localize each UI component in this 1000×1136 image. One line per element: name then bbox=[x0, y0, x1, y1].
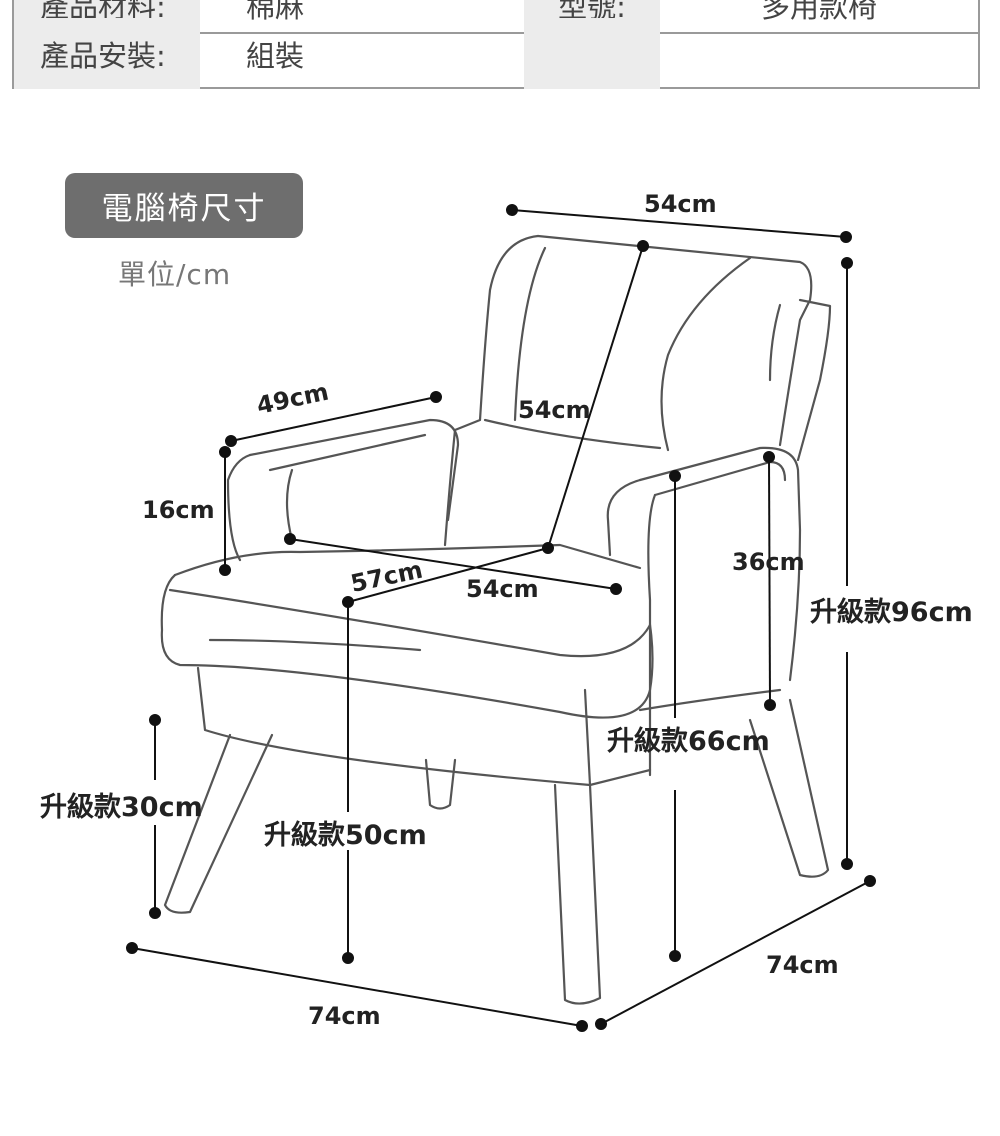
dim-backrest-width: 54cm bbox=[518, 396, 591, 424]
unit-label: 單位/cm bbox=[118, 258, 232, 291]
dim-total-height: 升級款96cm bbox=[810, 597, 973, 628]
dim-line-base-depth bbox=[600, 880, 871, 1025]
dim-line-side-height bbox=[768, 456, 771, 706]
spec-row: 產品安裝: 組裝 bbox=[14, 18, 978, 89]
section-title: 電腦椅尺寸 bbox=[65, 173, 303, 238]
spec-label: 產品安裝: bbox=[14, 18, 200, 89]
dim-seat-height: 升級款50cm bbox=[264, 820, 427, 851]
dimension-lines bbox=[126, 204, 876, 1032]
dim-leg-height: 升級款30cm bbox=[40, 792, 203, 823]
spec-value: 棉麻 bbox=[246, 0, 305, 24]
dim-arm-floor-height: 升級款66cm bbox=[607, 726, 770, 757]
dim-line-backrest bbox=[547, 245, 644, 549]
dim-line-armrest-length bbox=[230, 396, 437, 442]
spec-value: 多用款椅 bbox=[760, 0, 877, 24]
dim-line-base-width bbox=[131, 947, 583, 1027]
dim-line-seat-depth bbox=[347, 547, 549, 603]
dim-side-height: 36cm bbox=[732, 548, 805, 576]
chair-outline bbox=[160, 234, 832, 1005]
dim-armrest-height: 16cm bbox=[142, 496, 215, 524]
dim-line-top-width bbox=[511, 209, 847, 238]
spec-label bbox=[524, 18, 660, 89]
spec-value: 組裝 bbox=[246, 38, 305, 73]
dim-line-seat-width bbox=[289, 538, 617, 590]
dim-base-depth: 74cm bbox=[766, 951, 839, 979]
spec-table: 產品材料: 棉麻 型號: 多用款椅 產品安裝: 組裝 bbox=[12, 0, 980, 89]
dim-base-width: 74cm bbox=[308, 1002, 381, 1030]
dim-seat-width: 54cm bbox=[466, 575, 539, 603]
dim-top-width: 54cm bbox=[644, 190, 717, 218]
